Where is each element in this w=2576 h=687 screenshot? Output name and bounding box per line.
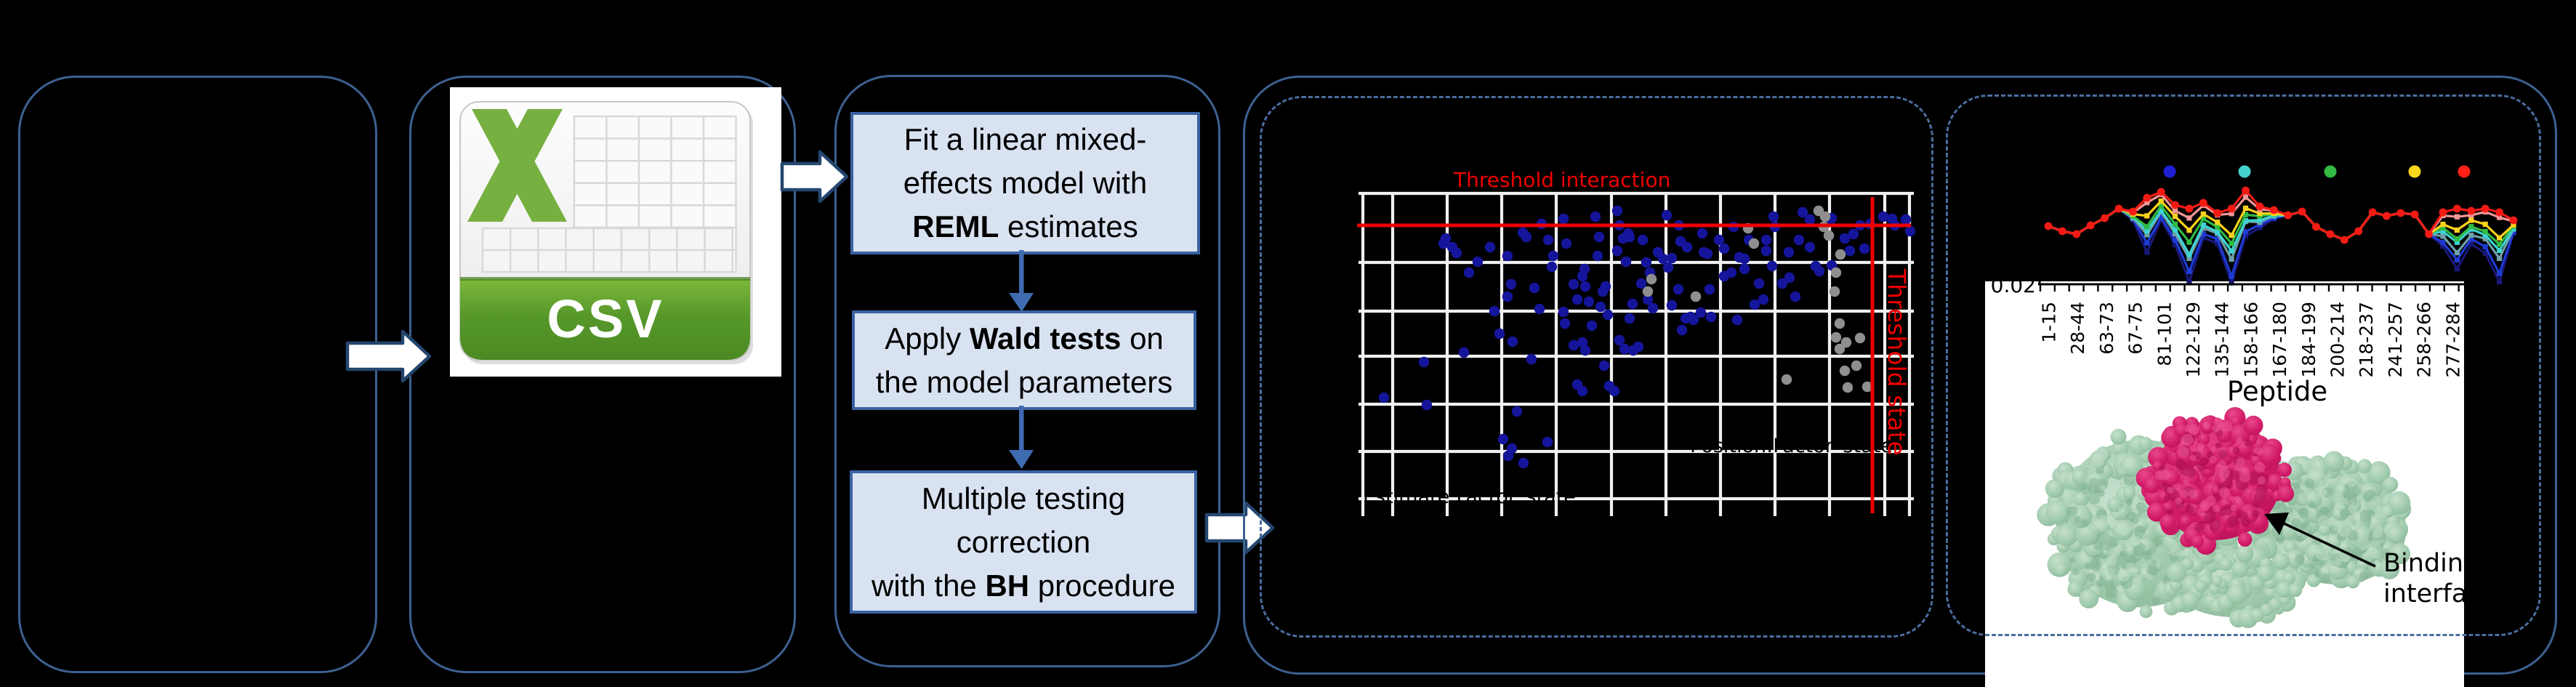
scatter-gridlines [1359, 191, 1914, 516]
profile-x-tick-label: 218-237 [2356, 302, 2377, 377]
flow-box-line: effects model with [903, 166, 1148, 200]
csv-x-glyph [467, 109, 567, 222]
panel-results-outline [1243, 76, 2557, 675]
flow-box-wald: Apply Wald tests on the model parameters [852, 310, 1196, 410]
binding-interface-label-2: interface [2383, 579, 2497, 608]
dashed-panel-scatter [1260, 96, 1933, 638]
profile-x-tick-label: 67-75 [2125, 302, 2146, 355]
csv-grid-band [481, 227, 733, 273]
profile-x-tick-label: 81-101 [2154, 302, 2175, 366]
csv-banner-label: CSV [547, 289, 664, 349]
profile-line-red [2048, 188, 2514, 241]
profile-x-tick-label: 122-129 [2183, 302, 2204, 377]
profile-markers-red [2044, 186, 2518, 244]
profile-x-tick-label: 167-180 [2269, 302, 2290, 377]
block-arrow-2 [780, 150, 849, 204]
dashed-panel-profile [1946, 95, 2541, 636]
block-arrow-3 [1204, 501, 1275, 555]
profile-x-tick-label: 277-284 [2442, 302, 2463, 377]
profile-x-tick-label: 63-73 [2096, 302, 2117, 355]
profile-x-tick-label: 1-15 [2039, 302, 2060, 343]
scatter-faint-label: Estimate:Factor_state [1363, 486, 1576, 508]
flow-box-line: Apply Wald tests on [885, 321, 1164, 355]
profile-x-tick-label: 158-166 [2240, 302, 2261, 377]
binding-interface-arrow-head [2264, 513, 2289, 535]
legend-dot [2163, 165, 2176, 178]
legend-dot [2324, 165, 2337, 178]
binding-interface-arrow-line [2282, 521, 2376, 568]
profile-x-tick-label: 241-257 [2385, 302, 2406, 377]
profile-x-tick-label: 184-199 [2298, 302, 2319, 377]
profile-y-tick-label: 0.02 [1991, 273, 2036, 297]
scatter-faint-x-text: Position:Factor_state [1690, 435, 1893, 457]
flow-box-line: REML estimates [912, 209, 1138, 244]
legend-dot [2238, 165, 2251, 178]
legend-dot [2458, 165, 2471, 178]
block-arrow-1 [345, 329, 432, 383]
protein-blob [2163, 542, 2302, 628]
profile-axis-ticks [2039, 284, 2474, 292]
csv-banner [460, 279, 750, 360]
down-arrow-1 [1009, 250, 1034, 312]
panel-input [18, 76, 377, 673]
profile-x-tick-label: 135-144 [2212, 302, 2233, 377]
profile-legend-dots [2163, 165, 2471, 178]
profile-x-tick-label: 200-214 [2327, 302, 2348, 377]
profile-x-axis-title: Peptide [2227, 376, 2327, 407]
panel-stats [834, 75, 1220, 667]
flow-box-bh: Multiple testing correction with the BH pr… [850, 470, 1197, 614]
profile-x-tick-label: 28-44 [2067, 302, 2088, 355]
down-arrow-2 [1009, 406, 1034, 469]
flow-box-line: Multiple testing [921, 481, 1126, 515]
protein-blob-texture [2155, 417, 2266, 516]
flow-box-line: the model parameters [875, 364, 1173, 399]
threshold-interaction-label: Threshold interaction [1453, 168, 1670, 192]
threshold-state-label: Threshold state [1883, 268, 1911, 456]
profile-x-tick-labels: 1-15 28-44 63-73 67-75 81-101 122-129 135-144 1… [2039, 302, 2464, 377]
binding-interface-label-1: Binding [2383, 549, 2479, 578]
flow-box-line: with the BH procedure [872, 568, 1175, 603]
flow-box-line: Fit a linear mixed- [903, 122, 1147, 156]
legend-dot [2408, 165, 2421, 178]
flow-box-line: correction [956, 524, 1091, 559]
profile-x-tick-label: 258-266 [2414, 302, 2435, 377]
